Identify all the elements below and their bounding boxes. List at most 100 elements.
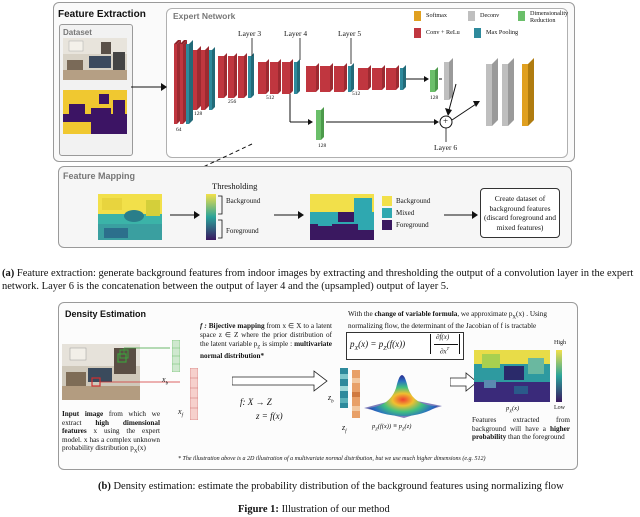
thresholding-label: Thresholding xyxy=(212,181,258,191)
thresholded-map xyxy=(310,194,374,240)
size-128-b: 128 xyxy=(430,95,439,101)
legend-dimred: Dimensionality Reduction xyxy=(530,10,569,24)
legend-deconv-swatch xyxy=(468,11,475,21)
formula-abs-left xyxy=(430,334,431,354)
figure-caption-text: Illustration of our method xyxy=(278,504,390,515)
threshold-background: Background xyxy=(226,197,261,205)
size-256: 256 xyxy=(228,99,237,105)
conv-block-256 xyxy=(218,53,254,98)
formula-fraction-bar xyxy=(434,344,458,345)
legend-mixed-swatch xyxy=(382,208,392,218)
density-title: Density Estimation xyxy=(65,309,147,319)
feature-heatmap xyxy=(98,194,162,240)
legend-fg-label: Foreground xyxy=(396,221,429,229)
legend-convrelu-swatch xyxy=(414,28,421,38)
create-dataset-text: Create dataset of background features (d… xyxy=(483,194,557,232)
formula-box xyxy=(346,332,464,360)
conv-block-512c xyxy=(358,65,406,90)
change-of-variable-text: With the change of variable formula, we … xyxy=(348,310,547,331)
figure-caption: Figure 1: Illustration of our method xyxy=(238,504,390,517)
mapping-formula-1: f: X → Z xyxy=(240,397,272,407)
threshold-colorbar xyxy=(206,194,216,240)
legend-bg-label: Background xyxy=(396,197,431,205)
probability-colorbar xyxy=(556,350,562,402)
pool-block-1 xyxy=(186,40,193,124)
size-512-b: 512 xyxy=(352,91,361,97)
legend-mixed-label: Mixed xyxy=(396,209,415,217)
create-dataset-box: Create dataset of background features (d… xyxy=(480,188,560,238)
feature-mapping-title: Feature Mapping xyxy=(63,171,136,181)
legend-maxpool-swatch xyxy=(474,28,481,38)
conv-block-512b xyxy=(306,63,354,92)
zb-vector xyxy=(340,368,348,408)
legend-softmax-swatch xyxy=(414,11,421,21)
expert-network-label: Expert Network xyxy=(173,11,236,21)
legend-dimred-swatch xyxy=(518,11,525,21)
big-arrow-z-to-p xyxy=(450,372,478,392)
caption-a: (a) Feature extraction: generate backgro… xyxy=(2,268,638,293)
branch-dimred-1 xyxy=(430,67,438,92)
xb-vector xyxy=(172,340,180,372)
colorbar-high: High xyxy=(554,340,566,346)
dataset-label: Dataset xyxy=(63,28,92,37)
branch-dimred-2 xyxy=(316,107,324,140)
right-description: Features extracted from background will … xyxy=(472,416,570,442)
zf-vector xyxy=(352,370,360,418)
layer-6-label: Layer 6 xyxy=(434,143,458,152)
threshold-foreground: Foreground xyxy=(226,227,259,235)
xf-vector xyxy=(190,368,198,420)
figure-caption-prefix: Figure 1: xyxy=(238,504,279,515)
big-arrow-x-to-z xyxy=(232,370,328,392)
legend-fg-swatch xyxy=(382,220,392,230)
size-64: 64 xyxy=(176,127,182,133)
gaussian-surface xyxy=(364,375,442,418)
formula-den: ∂xT xyxy=(440,346,450,356)
network-diagram xyxy=(174,38,534,142)
arrow-threshold-to-mask xyxy=(274,211,304,219)
formula-num: ∂f(x) xyxy=(436,333,450,341)
gaussian-label: pZ(f(x)) ≡ pZ(z) xyxy=(372,423,412,432)
conv-blocks xyxy=(174,40,406,124)
plus-symbol: + xyxy=(443,116,449,126)
output-deconv-blocks xyxy=(486,58,534,126)
layer-4-label: Layer 4 xyxy=(284,29,308,38)
probability-map xyxy=(474,350,550,402)
formula-abs-right xyxy=(459,334,460,354)
threshold-bracket xyxy=(218,195,223,239)
colorbar-low: Low xyxy=(554,405,565,411)
caption-b: (b) Density estimation: estimate the pro… xyxy=(98,481,564,494)
layer-3-label: Layer 3 xyxy=(238,29,262,38)
xf-label: xf xyxy=(178,407,183,419)
size-512-a: 512 xyxy=(266,95,275,101)
size-128: 128 xyxy=(194,111,203,117)
zb-label: zb xyxy=(328,393,334,405)
conv-block-512a xyxy=(258,59,300,94)
mapping-formula-2: z = f(x) xyxy=(256,411,283,421)
legend-convrelu: Conv + ReLu xyxy=(426,29,460,36)
zf-label: zf xyxy=(342,423,347,435)
legend-softmax: Softmax xyxy=(426,12,447,19)
dataset-mask-image xyxy=(63,90,127,134)
layer-5-label: Layer 5 xyxy=(338,29,362,38)
f-description: f : Bijective mapping from x ∈ X to a la… xyxy=(200,322,332,361)
conv-block-128 xyxy=(193,46,215,110)
px-label: pX(x) xyxy=(506,405,520,414)
legend-maxpool: Max Pooling xyxy=(486,29,519,36)
feature-connectors xyxy=(100,347,180,383)
feature-extraction-title: Feature Extraction xyxy=(58,9,146,20)
size-128-c: 128 xyxy=(318,143,327,149)
caption-a-prefix: (a) xyxy=(2,268,15,279)
caption-b-text: Density estimation: estimate the probabi… xyxy=(110,481,564,492)
formula-lhs: pX(x) = pZ(f(x)) xyxy=(350,339,406,352)
arrow-heatmap-to-threshold xyxy=(170,211,200,219)
arrow-dataset-to-network xyxy=(131,83,167,91)
input-image xyxy=(62,344,140,400)
legend-bg-swatch xyxy=(382,196,392,206)
conv-block-64b xyxy=(180,40,187,124)
footnote: * The illustration above is a 2D illustr… xyxy=(178,456,486,462)
dataset-room-image xyxy=(63,38,127,80)
caption-b-prefix: (b) xyxy=(98,481,111,492)
legend-deconv: Deconv xyxy=(480,12,500,19)
caption-a-text: Feature extraction: generate background … xyxy=(2,268,634,292)
arrow-mask-to-box xyxy=(444,211,478,219)
